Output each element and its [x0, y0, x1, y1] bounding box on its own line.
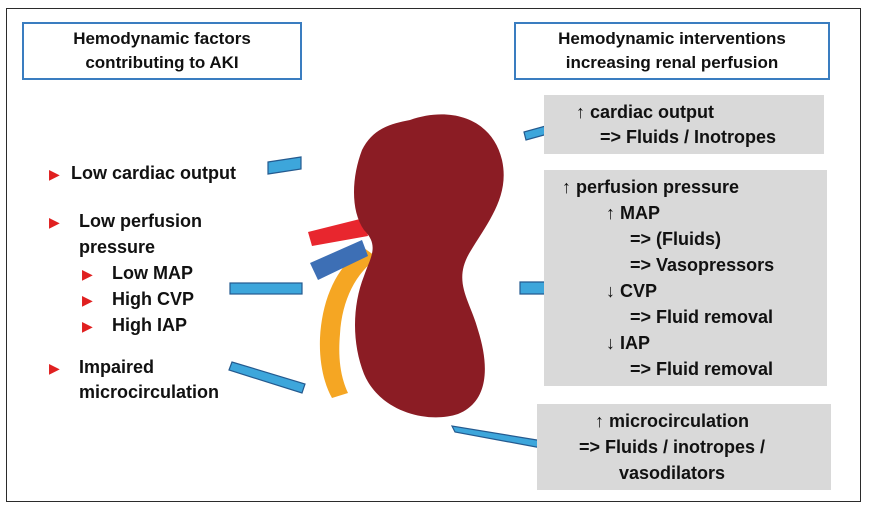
cardiac-line1: ↑ cardiac output [576, 102, 715, 122]
left-header-line2: contributing to AKI [85, 53, 239, 72]
renal-artery-icon [308, 218, 368, 246]
perfusion-line8: => Fluid removal [630, 359, 774, 379]
red-triangle-bullet-icon: ▶ [82, 292, 93, 308]
kidney-icon [354, 114, 504, 418]
right-header: Hemodynamic interventions increasing ren… [514, 22, 830, 80]
factor-impaired-line1: Impaired [79, 357, 155, 377]
renal-vein-icon [310, 240, 368, 280]
factor-low-perfusion-line1: Low perfusion [79, 211, 202, 231]
left-header-line1: Hemodynamic factors [73, 29, 251, 48]
perfusion-line7: ↓ IAP [606, 333, 651, 353]
perfusion-line5: ↓ CVP [606, 281, 658, 301]
perfusion-line3: => (Fluids) [630, 229, 722, 249]
cardiac-output-bar-icon [267, 156, 302, 175]
ureter-icon [319, 248, 378, 398]
micro-line2: => Fluids / inotropes / [579, 437, 766, 457]
cardiac-output-box: ↑ cardiac output => Fluids / Inotropes [544, 95, 824, 154]
micro-line1: ↑ microcirculation [595, 411, 750, 431]
perfusion-line6: => Fluid removal [630, 307, 774, 327]
factor-impaired-line2: microcirculation [79, 382, 220, 402]
microcirculation-bar-icon [228, 361, 306, 394]
right-header-line1: Hemodynamic interventions [558, 29, 786, 48]
red-triangle-bullet-icon: ▶ [49, 360, 60, 376]
cardiac-line2: => Fluids / Inotropes [600, 127, 777, 147]
red-triangle-bullet-icon: ▶ [49, 166, 60, 182]
micro-line3: vasodilators [619, 463, 726, 483]
red-triangle-bullet-icon: ▶ [82, 318, 93, 334]
factor-high-iap: High IAP [112, 315, 187, 335]
perfusion-line2: ↑ MAP [606, 203, 660, 223]
perfusion-line4: => Vasopressors [630, 255, 775, 275]
microcirculation-box: ↑ microcirculation => Fluids / inotropes… [537, 404, 831, 490]
factor-low-cardiac-output: Low cardiac output [71, 163, 237, 183]
factor-low-map: Low MAP [112, 263, 193, 283]
perfusion-pressure-bar-icon [229, 282, 303, 295]
factor-high-cvp: High CVP [112, 289, 195, 309]
factor-low-perfusion-line2: pressure [79, 237, 156, 257]
left-header: Hemodynamic factors contributing to AKI [22, 22, 302, 80]
red-triangle-bullet-icon: ▶ [82, 266, 93, 282]
red-triangle-bullet-icon: ▶ [49, 214, 60, 230]
perfusion-pressure-box: ↑ perfusion pressure ↑ MAP => (Fluids) =… [544, 170, 827, 386]
perfusion-line1: ↑ perfusion pressure [562, 177, 740, 197]
right-header-line2: increasing renal perfusion [565, 53, 779, 72]
